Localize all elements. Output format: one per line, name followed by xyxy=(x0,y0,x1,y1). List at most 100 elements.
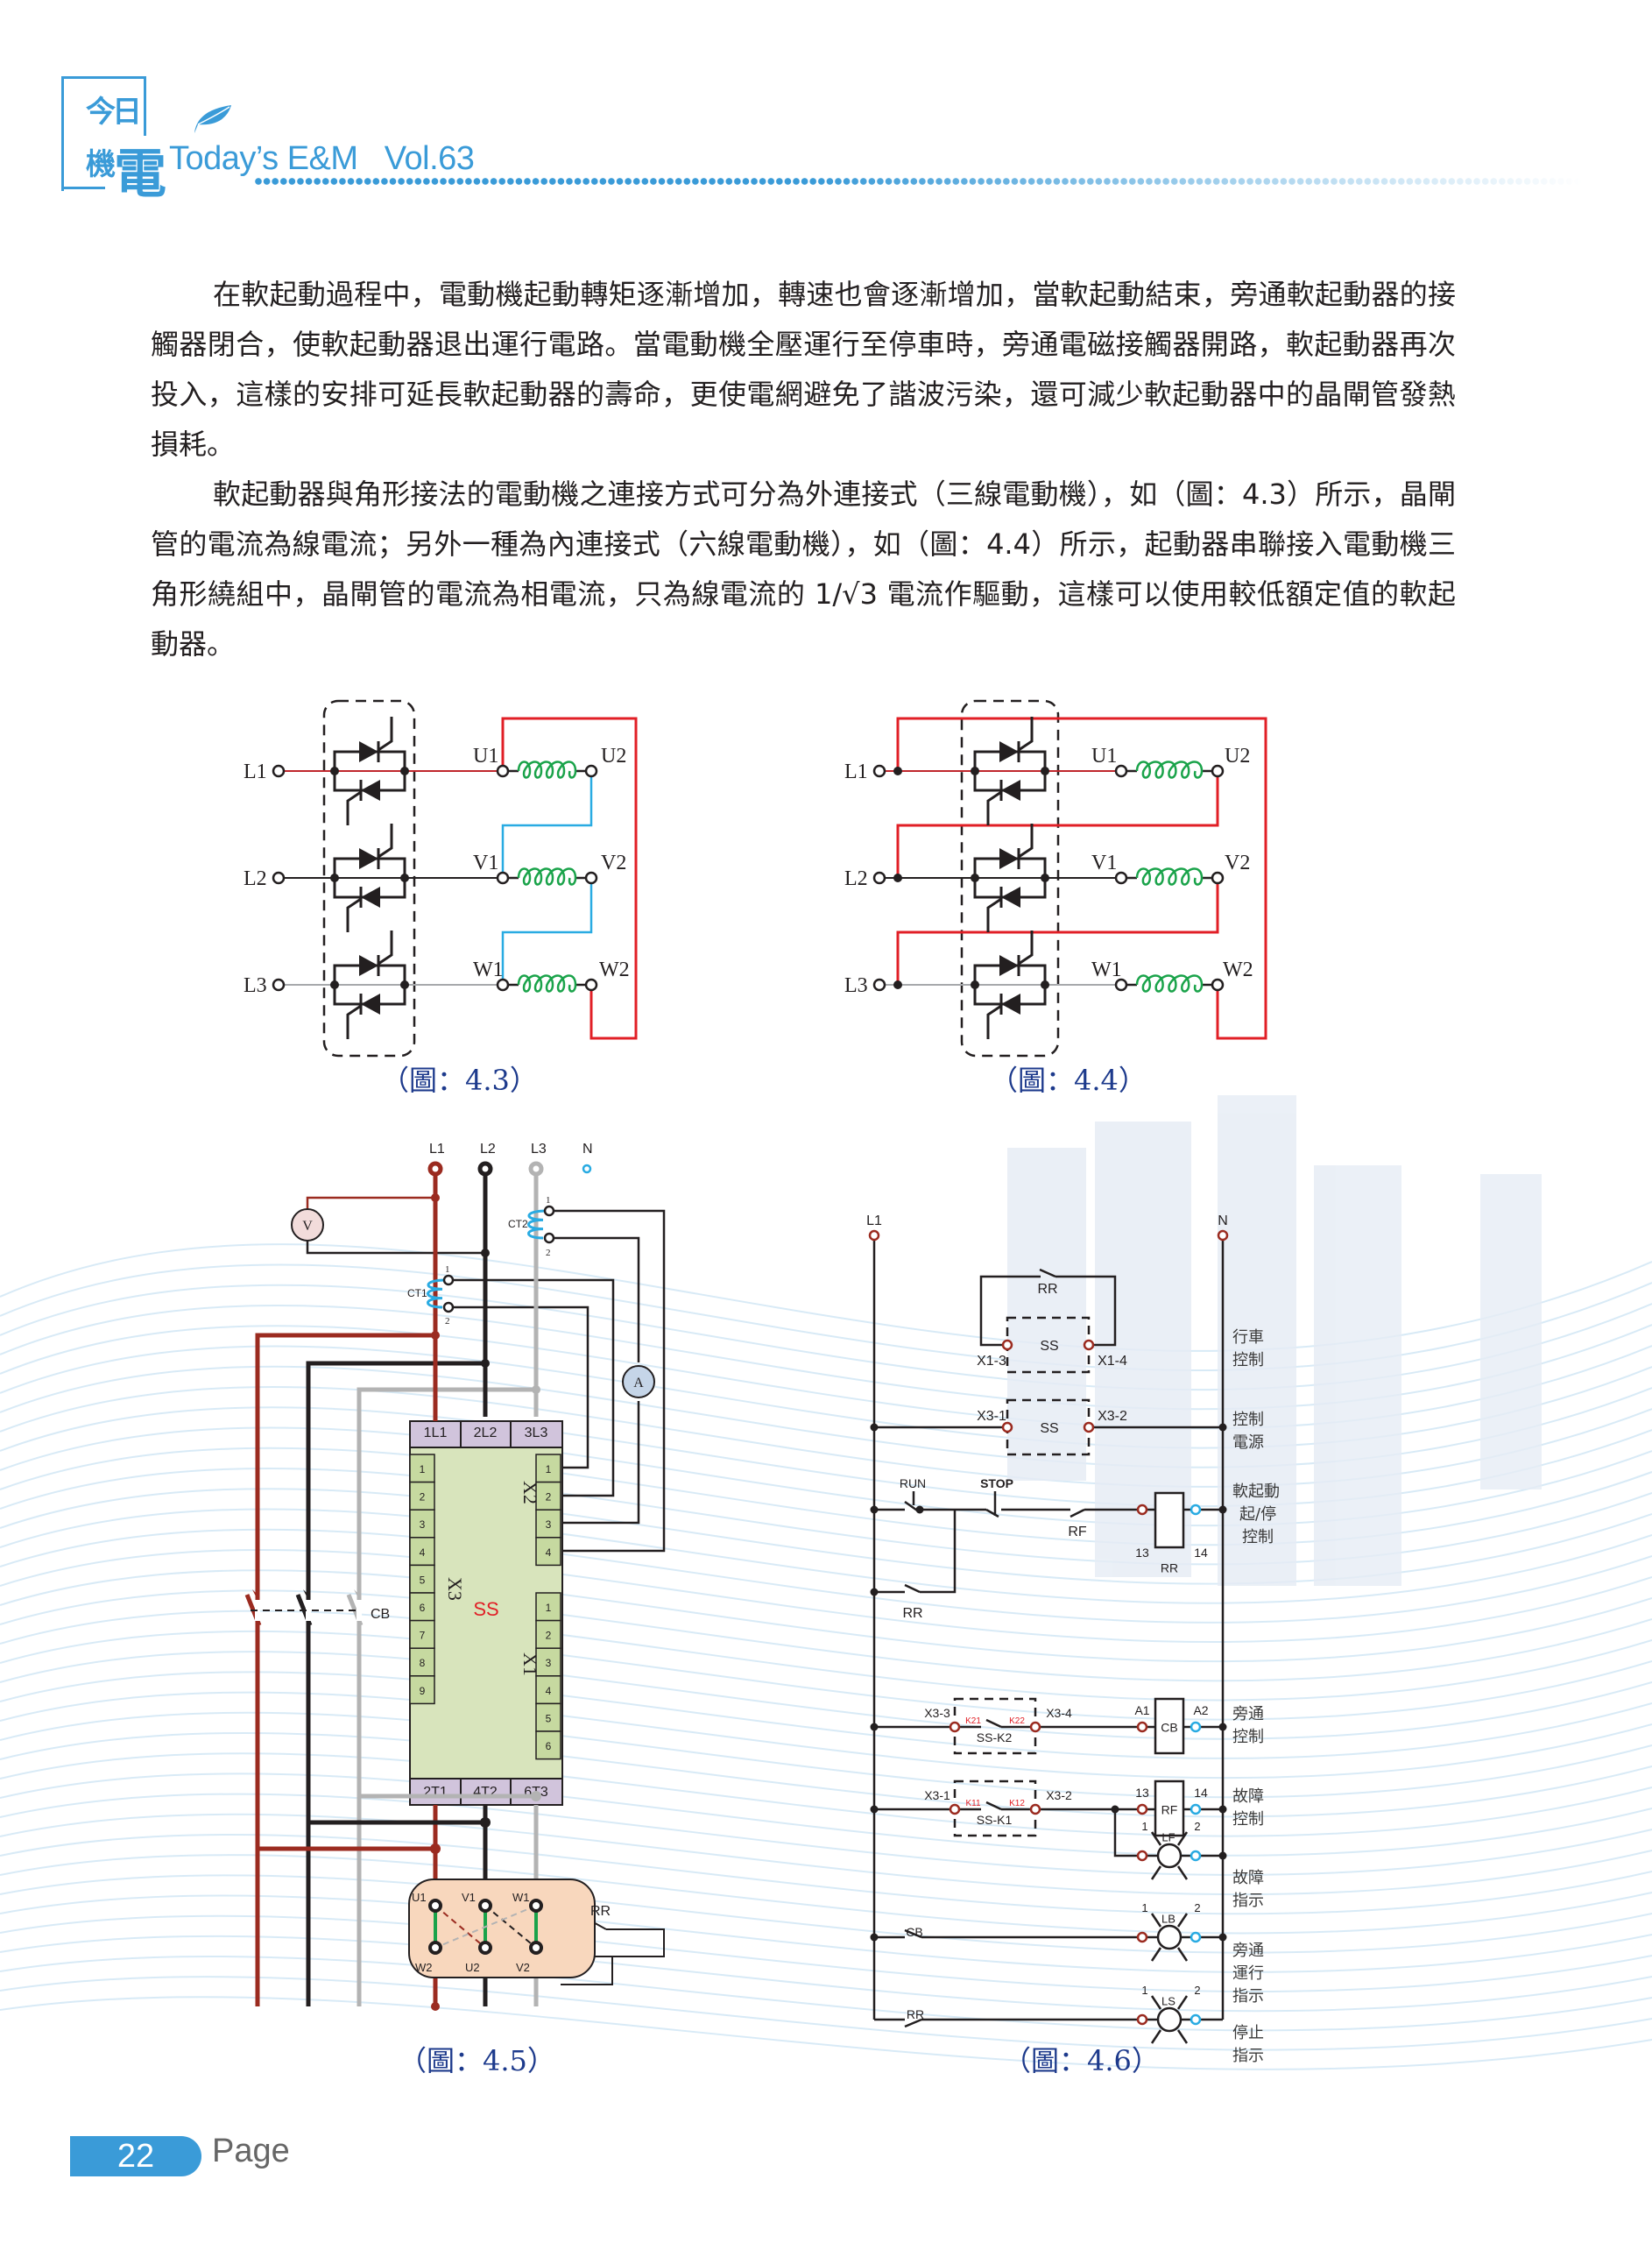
junction-dot xyxy=(893,874,902,882)
junction-dot xyxy=(1218,1851,1227,1860)
junction-dot xyxy=(481,1359,490,1368)
motor-terminal-label: W1 xyxy=(512,1891,530,1904)
x2-pin-number: 1 xyxy=(546,1463,552,1475)
page-label: Page xyxy=(212,2133,290,2169)
motor-terminal xyxy=(478,1899,492,1913)
label-v2: V2 xyxy=(601,852,626,874)
motor-terminal xyxy=(529,1941,543,1955)
breaker-label: CB xyxy=(371,1607,390,1622)
cb-no-contact xyxy=(904,1928,922,1939)
breaker-gap xyxy=(306,1600,311,1621)
page-number-badge: 22 xyxy=(70,2136,201,2176)
supply-l3: L3 xyxy=(531,1142,547,1157)
wire-ct1-pin1 xyxy=(448,1278,615,1497)
x3-pin-number: 8 xyxy=(420,1657,426,1669)
terminal xyxy=(272,978,286,992)
lamp-ray xyxy=(1176,1913,1189,1928)
x2-pin xyxy=(535,1537,561,1567)
terminal xyxy=(1083,1339,1095,1351)
terminal xyxy=(1083,1421,1095,1433)
wave-line xyxy=(0,1630,1652,1721)
lamp-ray xyxy=(1176,1831,1189,1846)
rr-no-contact xyxy=(1039,1268,1056,1278)
label-w2: W2 xyxy=(1223,959,1253,981)
junction-dot xyxy=(893,980,902,989)
article-body: 在軟起動過程中，電動機起動轉矩逐漸增加，轉速也會逐漸增加，當軟起動結束，旁通軟起… xyxy=(151,270,1456,669)
terminal xyxy=(1114,764,1128,778)
pin-1: 1 xyxy=(1141,1901,1147,1914)
rf-coil-label: RF xyxy=(1161,1803,1178,1817)
x2-pin xyxy=(535,1454,561,1483)
terminal xyxy=(1114,871,1128,885)
desc-r3: 控制 xyxy=(1242,1528,1274,1546)
thyristor-gate xyxy=(378,824,393,859)
rail-n-label: N xyxy=(1218,1213,1228,1228)
wire-v2-w1 xyxy=(501,878,593,985)
terminal xyxy=(1211,764,1225,778)
terminal xyxy=(1190,2013,1202,2026)
rf-nc-contact xyxy=(1070,1508,1085,1518)
wave-line xyxy=(0,1793,1652,1876)
supply-l2: L2 xyxy=(480,1142,496,1157)
wire xyxy=(920,1510,957,1594)
junction-dot xyxy=(430,1843,441,1854)
k-contact xyxy=(985,1801,1002,1811)
terminal xyxy=(1029,1721,1041,1733)
x3-pin-number: 4 xyxy=(420,1546,426,1559)
terminal xyxy=(1190,1504,1202,1516)
thyristor-gate xyxy=(378,930,393,966)
winding-link xyxy=(434,1905,537,1949)
wire-u2-v1 xyxy=(501,771,593,878)
wave-line xyxy=(0,1996,1652,2070)
wire-l1-w2 xyxy=(896,717,1267,1040)
x1-pin-number: 6 xyxy=(546,1740,552,1752)
caption-fig-4-5: （圖：4.5） xyxy=(399,2044,555,2077)
thyristor-gate xyxy=(378,717,393,752)
desc-r3: 軟起動 xyxy=(1232,1482,1280,1501)
caption-fig-4-3: （圖：4.3） xyxy=(381,1064,538,1097)
terminal xyxy=(1190,1803,1202,1815)
ammeter-label: A xyxy=(633,1376,644,1390)
rf-contact-label: RF xyxy=(1068,1525,1087,1539)
thyristor-icon xyxy=(361,994,380,1015)
thyristor-gate xyxy=(986,1004,1002,1039)
x3-pin-number: 6 xyxy=(420,1602,426,1614)
junction-dot xyxy=(480,1817,491,1828)
coil-icon xyxy=(1154,1780,1185,1837)
wave-line xyxy=(0,1894,1652,1973)
wave-line xyxy=(0,1976,1652,2051)
wave-line xyxy=(0,1569,1652,1663)
desc-r7: 旁通 xyxy=(1232,1942,1264,1960)
x3-4-label: X3-4 xyxy=(1046,1706,1072,1720)
terminal xyxy=(272,764,286,778)
wave-line xyxy=(0,1508,1652,1604)
logo-frame-bottom xyxy=(61,187,105,189)
wave-line xyxy=(0,1528,1652,1624)
label-v1: V1 xyxy=(1091,852,1117,874)
terminal xyxy=(584,978,598,992)
wire xyxy=(1055,1275,1117,1347)
motor-terminal-label: V1 xyxy=(462,1891,476,1904)
thyristor-icon xyxy=(359,741,378,762)
junction-dot xyxy=(431,1331,440,1340)
label-u1: U1 xyxy=(473,745,498,768)
junction-dot xyxy=(971,767,979,775)
lamp-ray xyxy=(1176,1995,1189,2010)
lamp-ray xyxy=(1150,1947,1162,1962)
supply-n: N xyxy=(582,1142,593,1157)
terminal xyxy=(584,764,598,778)
lamp-ray xyxy=(1150,1831,1162,1846)
terminal-3l3: 3L3 xyxy=(525,1426,548,1440)
lamp-ray xyxy=(1150,1995,1162,2010)
label-w1: W1 xyxy=(473,959,504,981)
terminal xyxy=(584,871,598,885)
terminal xyxy=(1211,871,1225,885)
x2-pin-number: 3 xyxy=(546,1518,552,1531)
x3-label: X3 xyxy=(444,1577,466,1601)
junction-dot xyxy=(870,1805,879,1814)
winding-coil-icon xyxy=(1135,974,1204,993)
junction-dot xyxy=(1218,1933,1227,1942)
ct1-pin2: 2 xyxy=(445,1316,450,1327)
lamp-ray xyxy=(1176,1865,1189,1880)
